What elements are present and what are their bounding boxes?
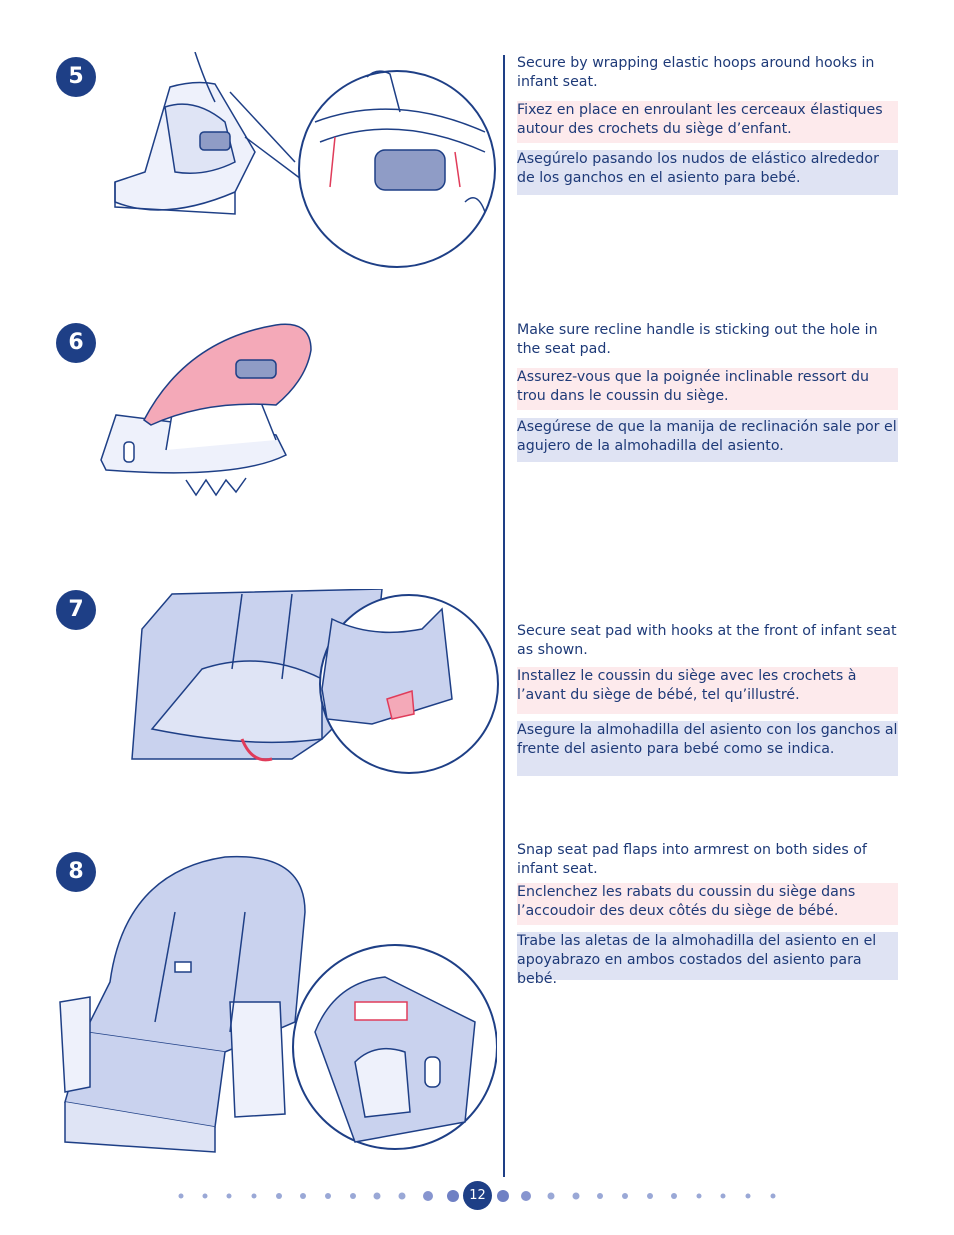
step-7-text-fr: Installez le coussin du siège avec les c… xyxy=(517,667,898,714)
step-6-badge: 6 xyxy=(56,323,96,363)
step-7-illustration xyxy=(131,589,499,774)
step-6-text-en: Make sure recline handle is sticking out… xyxy=(517,321,898,359)
step-5-illustration xyxy=(114,52,496,268)
step-7-text-en: Secure seat pad with hooks at the front … xyxy=(517,622,898,660)
step-8-text-es: Trabe las aletas de la almohadilla del a… xyxy=(517,932,898,987)
step-5-text-fr: Fixez en place en enroulant les cerceaux… xyxy=(517,101,898,143)
column-divider xyxy=(503,55,505,1177)
step-8-badge: 8 xyxy=(56,852,96,892)
step-7-badge: 7 xyxy=(56,590,96,630)
step-5-text-en: Secure by wrapping elastic hoops around … xyxy=(517,54,898,92)
step-5-text-es: Asegúrelo pasando los nudos de elástico … xyxy=(517,150,898,195)
step-8-illustration xyxy=(59,855,497,1153)
step-8-text-fr: Enclenchez les rabats du coussin du sièg… xyxy=(517,883,898,925)
step-8-text-en: Snap seat pad flaps into armrest on both… xyxy=(517,841,898,879)
step-5-badge: 5 xyxy=(56,57,96,97)
step-6-text-es: Asegúrese de que la manija de reclinació… xyxy=(517,418,898,462)
step-6-text-fr: Assurez-vous que la poignée inclinable r… xyxy=(517,368,898,410)
step-6-illustration xyxy=(100,323,312,497)
page-number: 12 xyxy=(463,1181,492,1210)
step-7-text-es: Asegure la almohadilla del asiento con l… xyxy=(517,721,898,776)
page-dots xyxy=(178,1190,776,1202)
